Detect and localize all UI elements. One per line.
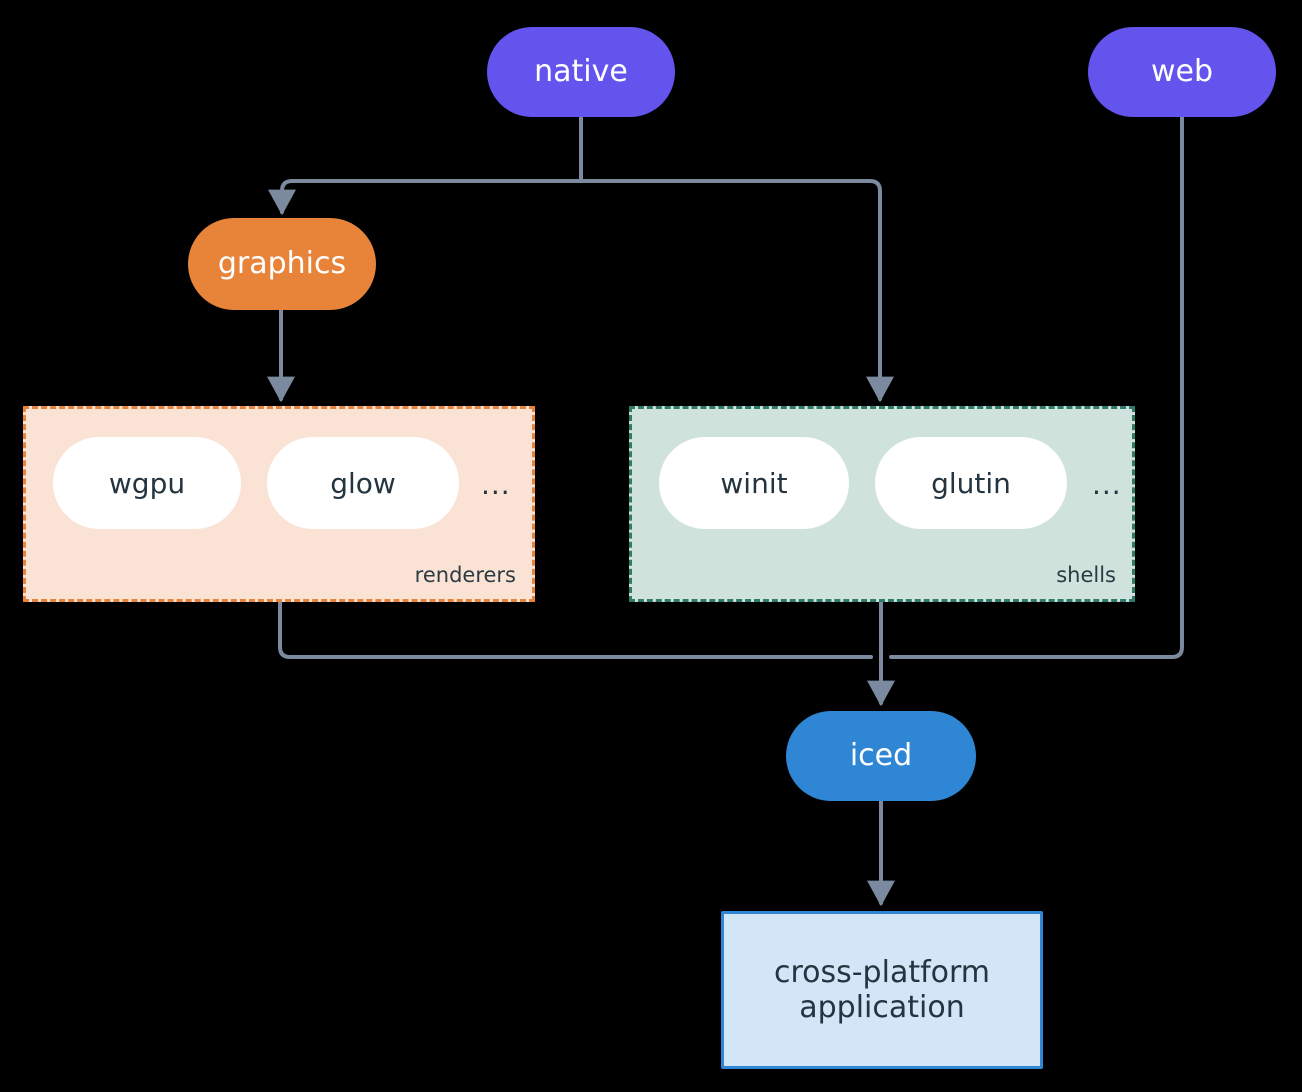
chip-glutin[interactable]: glutin (875, 437, 1067, 529)
node-graphics[interactable]: graphics (188, 218, 376, 310)
chip-glutin-label: glutin (931, 466, 1011, 500)
edge-native-to-shells (579, 179, 894, 403)
chip-glow-label: glow (330, 466, 396, 500)
chip-winit[interactable]: winit (659, 437, 849, 529)
node-iced[interactable]: iced (786, 711, 976, 801)
node-graphics-label: graphics (217, 246, 347, 282)
renderers-overflow-ellipsis: ... (481, 468, 511, 501)
node-web[interactable]: web (1088, 27, 1276, 117)
shells-overflow-ellipsis: ... (1092, 468, 1122, 501)
group-shells-label: shells (1056, 563, 1116, 587)
group-shells[interactable]: winit glutin ... shells (629, 406, 1135, 602)
node-web-label: web (1150, 54, 1214, 90)
group-renderers-label: renderers (414, 563, 516, 587)
edge-renderers-to-iced (278, 600, 873, 659)
chip-wgpu[interactable]: wgpu (53, 437, 241, 529)
node-application-label-line1: cross-platform (773, 954, 991, 990)
chip-winit-label: winit (720, 466, 788, 500)
node-application-label-line2: application (799, 990, 965, 1025)
node-native-label: native (534, 54, 628, 90)
node-iced-label: iced (849, 738, 913, 774)
node-application[interactable]: cross-platform application (721, 911, 1043, 1069)
edge-native-to-graphics (268, 179, 583, 216)
chip-wgpu-label: wgpu (108, 466, 186, 500)
node-native[interactable]: native (487, 27, 675, 117)
chip-glow[interactable]: glow (267, 437, 459, 529)
group-renderers[interactable]: wgpu glow ... renderers (23, 406, 535, 602)
